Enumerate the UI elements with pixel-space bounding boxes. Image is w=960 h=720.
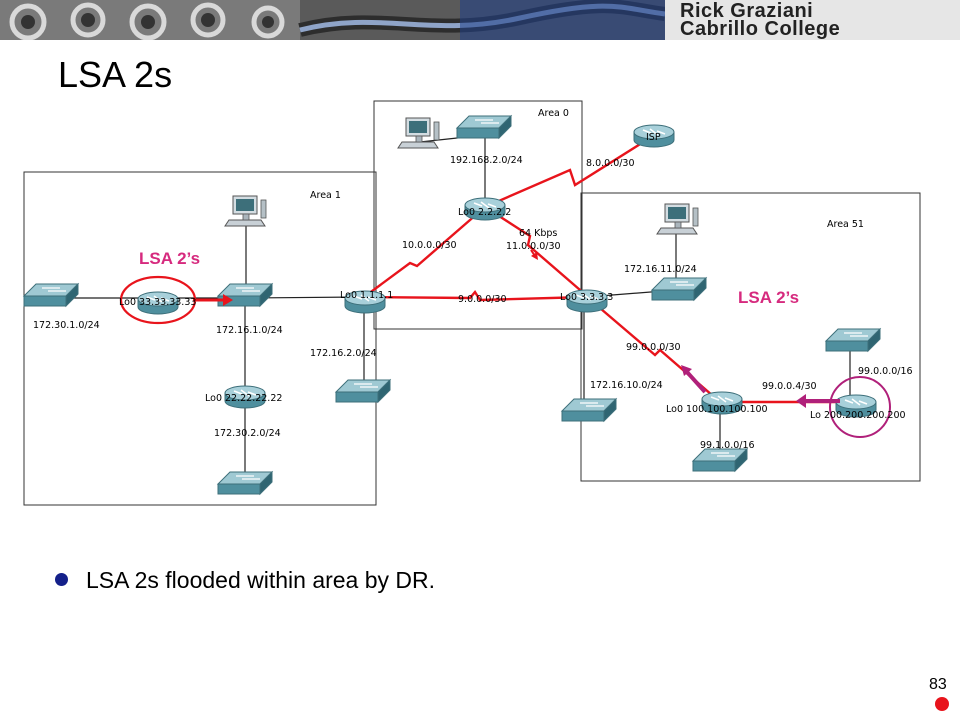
net-99-0-0-0-30-label: 99.0.0.0/30 — [626, 342, 681, 353]
net-99-0-0-0-16-label: 99.0.0.0/16 — [858, 366, 913, 377]
area0-label: Area 0 — [538, 108, 569, 119]
switch-172-16-10-icon — [561, 398, 617, 422]
net-11-label: 11.0.0.0/30 — [506, 241, 561, 252]
net-192-label: 192.168.2.0/24 — [450, 155, 523, 166]
lsa-highlight-right — [829, 376, 891, 438]
area1-label: Area 1 — [310, 190, 341, 201]
net-99-0-0-4-label: 99.0.0.4/30 — [762, 381, 817, 392]
switch-192-icon — [456, 115, 512, 139]
banner-artwork — [0, 0, 666, 40]
lo-33-label: Lo0 33.33.33.33 — [119, 297, 196, 308]
lo-r2-label: Lo0 2.2.2.2 — [458, 207, 511, 218]
switch-172-30-1-icon — [23, 283, 79, 307]
speed-label: 64 Kbps — [519, 228, 557, 239]
switch-99-0-icon — [825, 328, 881, 352]
net-172-16-1-label: 172.16.1.0/24 — [216, 325, 283, 336]
lo-r1-label: Lo0 1.1.1.1 — [340, 290, 393, 301]
net-9-label: 9.0.0.0/30 — [458, 294, 507, 305]
area1-box — [23, 171, 377, 506]
net-172-16-10-label: 172.16.10.0/24 — [590, 380, 663, 391]
area51-box — [580, 192, 921, 482]
lsa-label-left: LSA 2’s — [139, 249, 200, 268]
lsa-arrow-right-diagonal — [681, 365, 707, 394]
serial-links — [363, 134, 850, 404]
header-banner: Rick Graziani Cabrillo College — [0, 0, 960, 40]
area0-box — [373, 100, 583, 330]
lo-r3-label: Lo0 3.3.3.3 — [560, 292, 613, 303]
lsa-label-right: LSA 2’s — [738, 288, 799, 307]
page-number: 83 — [929, 676, 947, 693]
brand-name: Rick Graziani — [680, 0, 814, 22]
net-172-30-1-label: 172.30.1.0/24 — [33, 320, 100, 331]
lo-22-label: Lo0 22.22.22.22 — [205, 393, 282, 404]
page-indicator-dot — [935, 697, 949, 711]
bullet-dot — [55, 573, 68, 586]
lsa-arrow-right-horizontal — [796, 394, 840, 408]
pc-area51-icon — [656, 203, 699, 235]
lo-100-label: Lo0 100.100.100.100 — [666, 404, 768, 415]
net-10-label: 10.0.0.0/30 — [402, 240, 457, 251]
pc-area0-icon — [397, 117, 440, 149]
brand-college: Cabrillo College — [680, 18, 841, 40]
net-172-30-2-label: 172.30.2.0/24 — [214, 428, 281, 439]
isp-label: ISP — [646, 132, 661, 143]
lsa-arrow-left — [193, 294, 233, 306]
brand-box — [665, 0, 960, 40]
switch-99-1-icon — [692, 448, 748, 472]
pc-area1-icon — [224, 195, 267, 227]
switch-172-16-11-icon — [651, 277, 707, 301]
small-red-arrow — [530, 249, 538, 260]
lo-200-label: Lo 200.200.200.200 — [810, 410, 906, 421]
switch-172-30-2-icon — [217, 471, 273, 495]
net-8-label: 8.0.0.0/30 — [586, 158, 635, 169]
net-172-16-11-label: 172.16.11.0/24 — [624, 264, 697, 275]
slide-title: LSA 2s — [58, 54, 173, 95]
net-99-1-label: 99.1.0.0/16 — [700, 440, 755, 451]
area51-label: Area 51 — [827, 219, 864, 230]
switch-172-16-2-icon — [335, 379, 391, 403]
bullet-text: LSA 2s flooded within area by DR. — [86, 567, 436, 593]
net-172-16-2-label: 172.16.2.0/24 — [310, 348, 377, 359]
